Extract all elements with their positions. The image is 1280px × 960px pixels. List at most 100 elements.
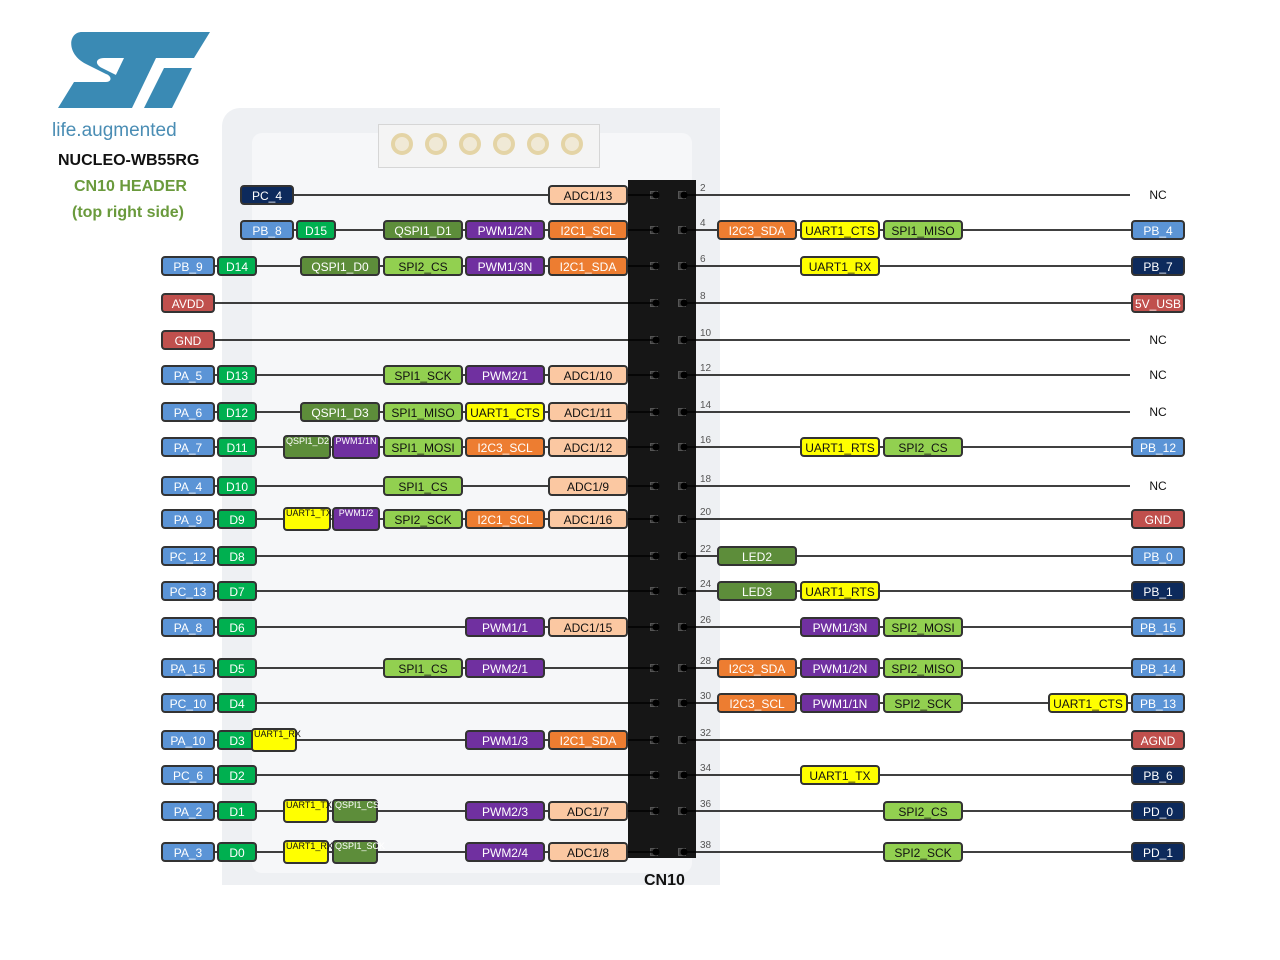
pin-function-label: PWM1/3N bbox=[465, 256, 545, 276]
pin-number: 14 bbox=[700, 400, 712, 411]
pin-number: 38 bbox=[700, 840, 712, 851]
pin-dot bbox=[652, 552, 660, 560]
header-name: CN10 HEADER bbox=[74, 178, 187, 195]
pin-function-label: D1 bbox=[217, 801, 257, 821]
pin-dot bbox=[652, 191, 660, 199]
pin-function-label: PC_6 bbox=[161, 765, 215, 785]
pin-function-label: UART1_CTS bbox=[800, 220, 880, 240]
pin-function-label: PB_7 bbox=[1131, 256, 1185, 276]
pin-function-label: UART1_RX bbox=[251, 728, 301, 752]
pin-function-label: PB_1 bbox=[1131, 581, 1185, 601]
pin-function-label: ADC1/13 bbox=[548, 185, 628, 205]
pin-number: 26 bbox=[700, 615, 712, 626]
pin-dot bbox=[680, 191, 688, 199]
pin-function-label: I2C3_SCL bbox=[717, 693, 797, 713]
pin-function-label: SPI1_MISO bbox=[883, 220, 963, 240]
pin-dot bbox=[680, 771, 688, 779]
pin-function-label: UART1_RX bbox=[800, 256, 880, 276]
pin-function-label: UART1_TX bbox=[800, 765, 880, 785]
pin-function-label: PWM2/3 bbox=[465, 801, 545, 821]
pin-function-label: SPI1_MOSI bbox=[383, 437, 463, 457]
pin-function-label: ADC1/7 bbox=[548, 801, 628, 821]
pin-function-label: SPI1_MISO bbox=[383, 402, 463, 422]
pin-number: 6 bbox=[700, 254, 706, 265]
pin-function-label: QSPI1_D3 bbox=[300, 402, 380, 422]
pin-function-label: PB_12 bbox=[1131, 437, 1185, 457]
pin-function-label: D6 bbox=[217, 617, 257, 637]
pin-dot bbox=[680, 587, 688, 595]
pin-number: 20 bbox=[700, 507, 712, 518]
pin-function-label: D4 bbox=[217, 693, 257, 713]
pin-function-label: UART1_CTS bbox=[465, 402, 545, 422]
pin-function-label: SPI2_CS bbox=[883, 801, 963, 821]
nc-label: NC bbox=[1149, 368, 1167, 382]
pin-dot bbox=[680, 699, 688, 707]
pin-function-label: 5V_USB bbox=[1131, 293, 1185, 313]
pin-function-label: UART1_RTS bbox=[800, 437, 880, 457]
pin-function-label: PB_6 bbox=[1131, 765, 1185, 785]
pin-dot bbox=[652, 664, 660, 672]
pin-dot bbox=[680, 299, 688, 307]
pin-function-label: ADC1/15 bbox=[548, 617, 628, 637]
pin-function-label: AGND bbox=[1131, 730, 1185, 750]
pin-function-label: D5 bbox=[217, 658, 257, 678]
pin-number: 18 bbox=[700, 474, 712, 485]
pin-function-label: PWM1/2N bbox=[800, 658, 880, 678]
pin-function-label: PWM1/1 bbox=[465, 617, 545, 637]
stlinx-pin bbox=[391, 133, 413, 155]
pin-function-label: D10 bbox=[217, 476, 257, 496]
pin-function-label: SPI1_CS bbox=[383, 658, 463, 678]
pin-function-label: PWM1/1N bbox=[332, 435, 380, 459]
pin-function-label: PB_13 bbox=[1131, 693, 1185, 713]
pin-dot bbox=[652, 408, 660, 416]
pin-function-label: GND bbox=[1131, 509, 1185, 529]
pin-number: 24 bbox=[700, 579, 712, 590]
pin-dot bbox=[652, 443, 660, 451]
pin-function-label: PWM1/3N bbox=[800, 617, 880, 637]
pin-function-label: I2C1_SDA bbox=[548, 256, 628, 276]
pin-function-label: SPI2_MISO bbox=[883, 658, 963, 678]
pin-dot bbox=[680, 736, 688, 744]
pin-function-label: QSPI1_SCK bbox=[332, 840, 385, 864]
pin-dot bbox=[680, 623, 688, 631]
pin-function-label: SPI1_SCK bbox=[383, 365, 463, 385]
pin-function-label: ADC1/11 bbox=[548, 402, 628, 422]
pin-function-label: PB_15 bbox=[1131, 617, 1185, 637]
pin-function-label: PA_9 bbox=[161, 509, 215, 529]
pin-function-label: D14 bbox=[217, 256, 257, 276]
pin-dot bbox=[652, 587, 660, 595]
pin-function-label: QSPI1_D2 bbox=[283, 435, 331, 459]
pin-function-label: PWM2/1 bbox=[465, 365, 545, 385]
pin-number: 22 bbox=[700, 544, 712, 555]
pin-function-label: ADC1/16 bbox=[548, 509, 628, 529]
pin-dot bbox=[652, 771, 660, 779]
pin-function-label: PC_4 bbox=[240, 185, 294, 205]
pin-dot bbox=[652, 226, 660, 234]
pin-function-label: D15 bbox=[296, 220, 336, 240]
pin-number: 30 bbox=[700, 691, 712, 702]
pin-function-label: UART1_CTS bbox=[1048, 693, 1128, 713]
pin-dot bbox=[680, 371, 688, 379]
pin-function-label: SPI2_CS bbox=[883, 437, 963, 457]
pin-function-label: PD_0 bbox=[1131, 801, 1185, 821]
pin-function-label: AVDD bbox=[161, 293, 215, 313]
pin-function-label: PC_10 bbox=[161, 693, 215, 713]
pin-dot bbox=[680, 443, 688, 451]
pin-function-label: UART1_RTS bbox=[800, 581, 880, 601]
pin-dot bbox=[680, 226, 688, 234]
pin-function-label: PC_12 bbox=[161, 546, 215, 566]
pin-function-label: I2C1_SCL bbox=[465, 509, 545, 529]
pin-dot bbox=[680, 552, 688, 560]
pin-function-label: PB_4 bbox=[1131, 220, 1185, 240]
pin-function-label: PB_14 bbox=[1131, 658, 1185, 678]
pin-function-label: PA_10 bbox=[161, 730, 215, 750]
pin-function-label: PA_7 bbox=[161, 437, 215, 457]
pin-function-label: D2 bbox=[217, 765, 257, 785]
pin-dot bbox=[680, 408, 688, 416]
pin-function-label: PA_6 bbox=[161, 402, 215, 422]
stlinx-pin bbox=[527, 133, 549, 155]
pin-function-label: SPI2_SCK bbox=[883, 693, 963, 713]
pin-number: 10 bbox=[700, 328, 712, 339]
pin-function-label: D0 bbox=[217, 842, 257, 862]
pin-function-label: ADC1/9 bbox=[548, 476, 628, 496]
